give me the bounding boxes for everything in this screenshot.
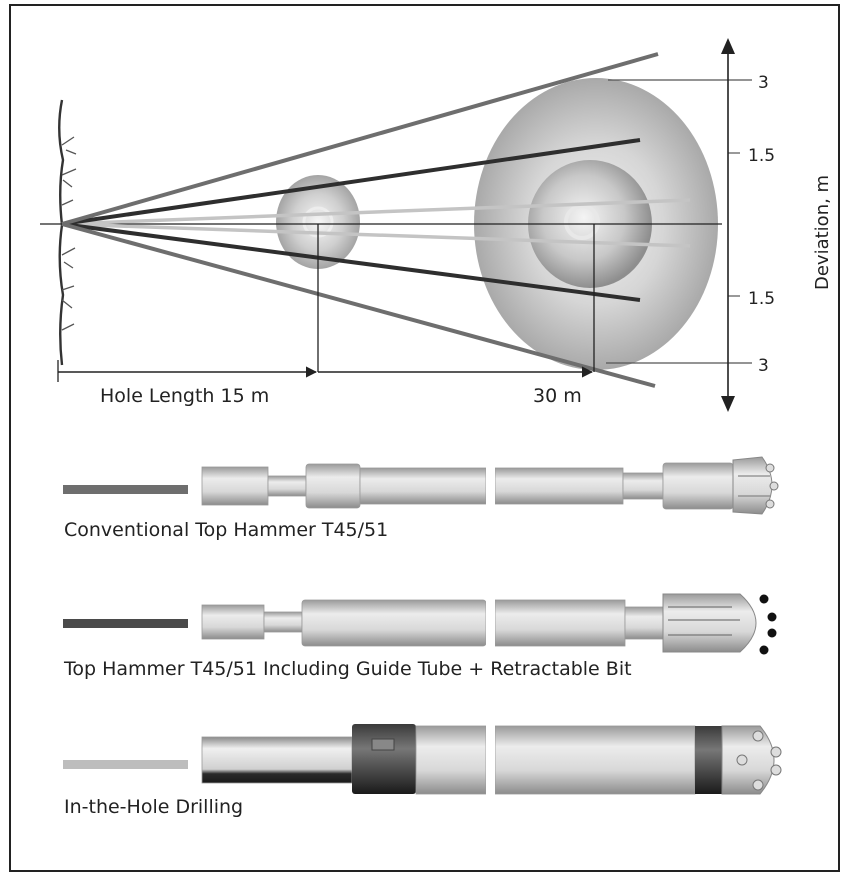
deviation-zone-30m-core <box>564 204 600 240</box>
rod-neck <box>624 606 666 640</box>
legend-swatch-in-the-hole <box>63 760 188 769</box>
drill-system-guide-tube: Top Hammer T45/51 Including Guide Tube +… <box>63 593 777 680</box>
hammer-coupling <box>352 724 416 794</box>
drill-pipe <box>201 736 353 784</box>
ith-deviation-lines <box>61 198 691 248</box>
rod-neck <box>263 611 303 633</box>
tick-label-top-1-5: 1.5 <box>748 146 775 166</box>
drill-system-conventional: Conventional Top Hammer T45/51 <box>63 456 779 541</box>
deviation-axis-arrow-up-icon <box>721 38 735 54</box>
tick-label-top-3: 3 <box>758 73 769 93</box>
guide-tube <box>301 599 487 647</box>
legend-swatch-guide-tube <box>63 619 188 628</box>
deviation-axis-arrow-down-icon <box>721 396 735 412</box>
rod-break-marks <box>486 458 495 802</box>
rod-segment <box>494 467 624 505</box>
conventional-deviation-lines <box>61 52 659 388</box>
hole-length-15m-label: Hole Length 15 m <box>100 385 269 407</box>
bit-body <box>662 462 734 510</box>
tick-label-bottom-1-5: 1.5 <box>748 289 775 309</box>
rod-coupling <box>305 463 361 509</box>
deviation-axis-label: Deviation, m <box>812 175 833 290</box>
rod-neck <box>622 472 664 500</box>
drill-bit-icon <box>732 456 779 515</box>
retractable-bit-icon <box>662 593 777 655</box>
dth-bit-icon <box>721 725 782 795</box>
deviation-zone-15m <box>276 175 360 269</box>
rock-face-cracks <box>61 136 77 331</box>
rod-segment <box>359 467 487 505</box>
tick-label-bottom-3: 3 <box>758 356 769 376</box>
drill-system-label: In-the-Hole Drilling <box>64 796 243 818</box>
rod-neck <box>267 475 307 497</box>
deviation-diagram: 3 1.5 1.5 3 Deviation, m Hole Length 15 … <box>40 38 833 412</box>
rod-segment <box>201 604 265 640</box>
guide-tube <box>494 599 626 647</box>
hole-length-30m-label: 30 m <box>533 385 582 407</box>
guide-tube-deviation-lines <box>61 138 641 302</box>
legend-swatch-conventional <box>63 485 188 494</box>
rod-segment <box>201 466 269 506</box>
hammer-body <box>415 725 487 795</box>
hammer-body <box>494 725 696 795</box>
hammer-chuck <box>695 726 722 794</box>
drill-system-label: Top Hammer T45/51 Including Guide Tube +… <box>63 658 632 680</box>
coupling-slot <box>371 738 395 751</box>
drill-system-label: Conventional Top Hammer T45/51 <box>64 519 388 541</box>
